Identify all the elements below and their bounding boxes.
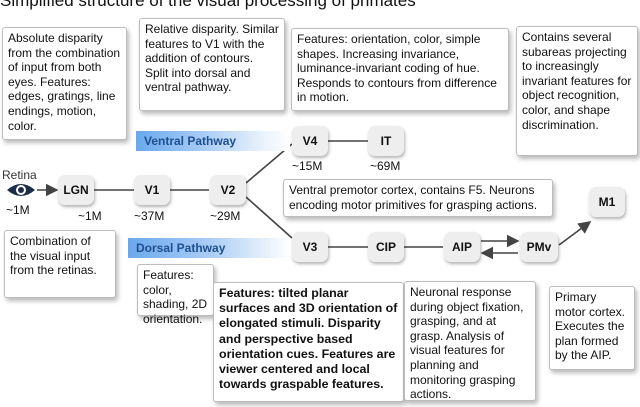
node-v1: V1 — [134, 175, 170, 205]
callout-v3-features: Features: color, shading, 2D orientation… — [137, 264, 214, 326]
node-cip: CIP — [368, 232, 404, 262]
callout-lgn-features: Absolute disparity from the combination … — [2, 27, 127, 140]
it-count: ~69M — [370, 159, 401, 173]
dorsal-pathway-band: Dorsal Pathway — [128, 238, 290, 258]
callout-m1-features: Primary motor cortex. Executes the plan … — [549, 286, 635, 370]
callout-aip-features: Neuronal response during object fixation… — [404, 281, 536, 401]
node-v2-label: V2 — [220, 183, 236, 197]
eye-icon — [7, 184, 35, 196]
node-v4-label: V4 — [302, 134, 318, 148]
node-m1-label: M1 — [598, 195, 616, 209]
node-v3: V3 — [292, 232, 328, 262]
node-aip-label: AIP — [451, 240, 472, 254]
callout-lgn-combination: Combination of the visual input from the… — [4, 230, 116, 298]
node-v2: V2 — [210, 175, 246, 205]
edge-v2-v3 — [245, 196, 293, 239]
edge-pmv-m1 — [558, 221, 592, 246]
node-m1: M1 — [589, 187, 625, 217]
node-it-label: IT — [380, 134, 392, 148]
node-aip: AIP — [444, 232, 480, 262]
callout-v4-features: Features: orientation, color, simple sha… — [291, 28, 509, 111]
v1-count: ~37M — [134, 209, 165, 223]
lgn-count: ~1M — [78, 209, 102, 223]
node-pmv: PMv — [520, 232, 558, 262]
node-v1-label: V1 — [144, 183, 160, 197]
ventral-pathway-band: Ventral Pathway — [136, 131, 290, 151]
callout-pmv-f5: Ventral premotor cortex, contains F5. Ne… — [283, 179, 553, 217]
node-lgn: LGN — [58, 175, 94, 205]
retina-count: ~1M — [6, 203, 30, 217]
dorsal-pathway-label: Dorsal Pathway — [136, 241, 226, 255]
node-v3-label: V3 — [302, 240, 318, 254]
callout-v2-features: Relative disparity. Similar features to … — [139, 18, 285, 111]
retina-label: Retina — [2, 168, 37, 182]
callout-it-features: Contains several subareas projecting to … — [516, 26, 638, 156]
page-title: Simplified structure of the visual proce… — [0, 0, 416, 10]
node-v4: V4 — [292, 126, 328, 156]
node-lgn-label: LGN — [63, 183, 89, 197]
node-pmv-label: PMv — [526, 240, 552, 254]
v2-count: ~29M — [210, 209, 241, 223]
node-it: IT — [368, 126, 404, 156]
v4-count: ~15M — [292, 159, 323, 173]
ventral-pathway-label: Ventral Pathway — [144, 134, 237, 148]
callout-cip-features: Features: tilted planar surfaces and 3D … — [213, 282, 404, 402]
node-cip-label: CIP — [375, 240, 396, 254]
